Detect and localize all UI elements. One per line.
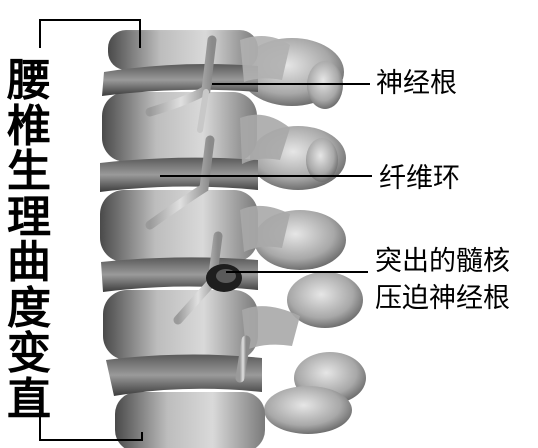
label-compressing-nerve-root: 压迫神经根 <box>375 283 510 314</box>
title-char: 度 <box>7 286 51 332</box>
title-char: 变 <box>7 331 51 377</box>
vertical-title: 腰 椎 生 理 曲 度 变 直 <box>4 58 54 422</box>
title-char: 腰 <box>7 58 51 104</box>
label-nerve-root: 神经根 <box>376 68 457 99</box>
title-char: 理 <box>7 195 51 241</box>
label-herniated-nucleus: 突出的髓核 <box>375 246 510 277</box>
herniated-nucleus <box>206 264 242 292</box>
title-char: 生 <box>7 149 51 195</box>
title-char: 曲 <box>7 240 51 286</box>
title-char: 直 <box>7 377 51 423</box>
label-annulus-fibrosus: 纤维环 <box>379 163 460 194</box>
title-char: 椎 <box>7 104 51 150</box>
